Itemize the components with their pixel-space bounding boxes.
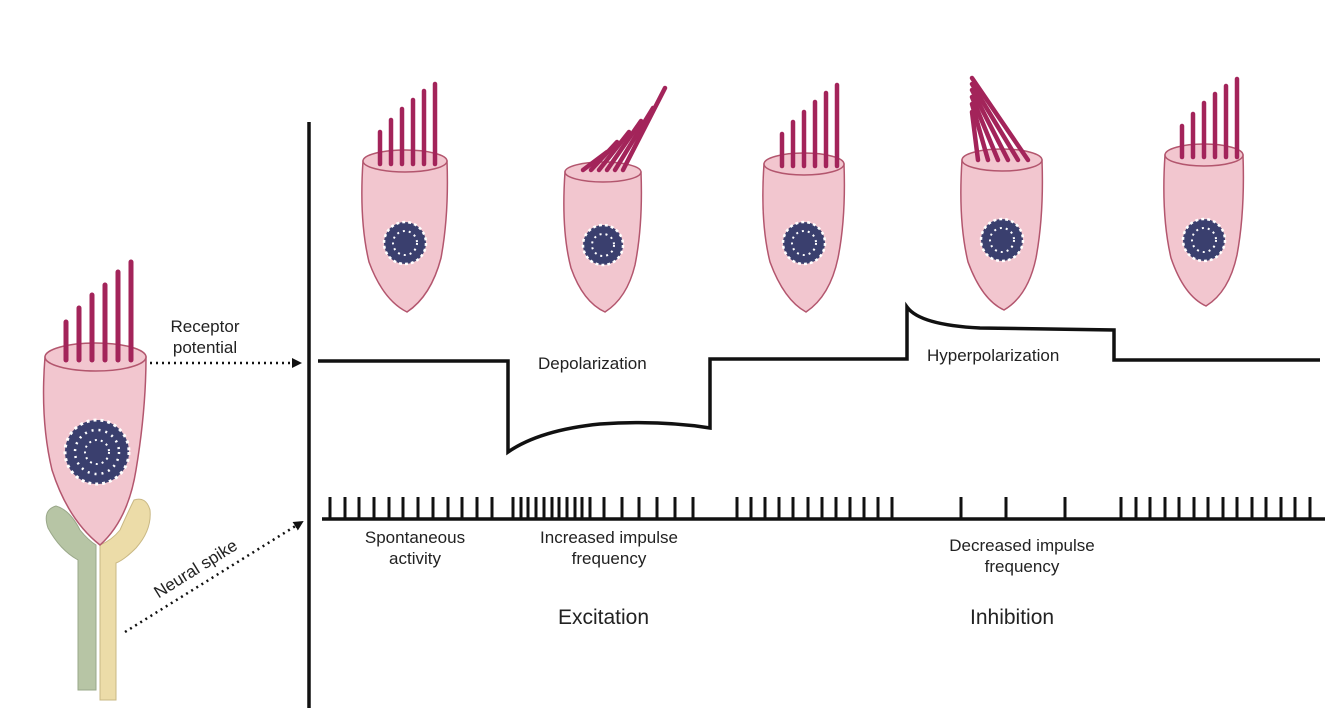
decreased-label-line2: frequency	[984, 557, 1060, 577]
afferent-nerve-fibers	[45, 498, 151, 701]
nucleus	[781, 220, 827, 266]
green-nerve-fiber	[45, 505, 97, 691]
hair-cell-top	[44, 342, 147, 372]
nucleus	[382, 220, 428, 266]
stereocilia-upright	[779, 82, 840, 169]
increased-impulse-frequency-label: Increased impulse frequency	[509, 527, 709, 570]
receptor-potential-label-line2: potential	[172, 338, 238, 358]
stereocilia-deflected-left	[969, 75, 1031, 163]
increased-label-line1: Increased impulse	[540, 528, 678, 547]
spontaneous-label-line1: Spontaneous	[364, 528, 466, 547]
increased-label-line2: frequency	[571, 549, 647, 569]
hair-cell-resting-2	[762, 82, 846, 313]
decreased-impulse-frequency-label: Decreased impulse frequency	[922, 535, 1122, 578]
nucleus	[581, 223, 625, 267]
stereocilia-bundle	[63, 259, 134, 363]
hyperpolarization-label: Hyperpolarization	[927, 346, 1060, 365]
spontaneous-activity-label: Spontaneous activity	[340, 527, 490, 570]
receptor-potential-label-line1: Receptor	[170, 317, 240, 336]
large-hair-cell	[42, 259, 147, 546]
hair-cell-deflected-depolarization	[563, 85, 668, 313]
stereocilia-deflected-right	[580, 85, 668, 173]
depolarization-label: Depolarization	[538, 354, 647, 373]
hair-cell-deflected-hyperpolarization	[960, 75, 1044, 311]
yellow-nerve-fiber	[99, 498, 151, 701]
stereocilia-upright	[1179, 76, 1240, 160]
receptor-potential-label: Receptor potential	[160, 316, 250, 359]
spike-train	[328, 497, 1312, 519]
neural-spike-arrow	[124, 520, 304, 634]
nucleus	[979, 217, 1025, 263]
spontaneous-label-line2: activity	[389, 549, 441, 569]
inhibition-label: Inhibition	[970, 606, 1055, 629]
receptor-potential-trace	[318, 301, 1320, 456]
excitation-label: Excitation	[558, 606, 650, 629]
decreased-label-line1: Decreased impulse	[949, 536, 1095, 555]
nucleus	[63, 418, 131, 486]
hair-cell-resting-1	[361, 81, 449, 313]
stereocilia-upright	[377, 81, 438, 167]
hair-cell-resting-3	[1163, 76, 1245, 307]
nucleus	[1181, 217, 1227, 263]
